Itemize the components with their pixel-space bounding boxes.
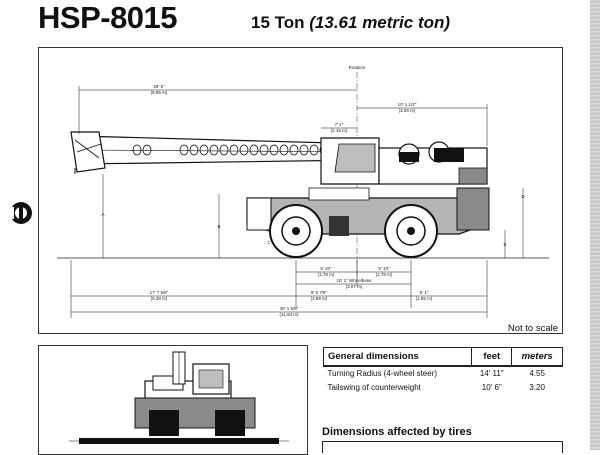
centerline-label: Rotation (349, 65, 366, 70)
not-to-scale-note: Not to scale (507, 323, 558, 334)
dim-overall-length: 39' 1 5/8" (280, 306, 299, 311)
col-feet-header: feet (471, 347, 513, 367)
dim-boom-overall: 29' 5" (153, 84, 165, 89)
dim-cab-height-m: (2.16 m) (331, 128, 348, 133)
marker-b: B (217, 224, 220, 229)
dim-mid: 9' 5 7/8" (311, 290, 328, 295)
page-edge-shadow (590, 0, 600, 450)
crane-side-elevation-drawing: Rotation (38, 47, 563, 334)
tires-section-title: Dimensions affected by tires (322, 426, 472, 438)
boom (70, 131, 370, 174)
marker-a: A (101, 212, 104, 217)
general-dimensions-table: General dimensions feet meters Turning R… (322, 347, 563, 395)
tires-table-header-rule (322, 441, 563, 453)
manufacturer-logo-icon (6, 198, 36, 228)
dim-cab-height: 7' 1" (335, 122, 344, 127)
row-label: Turning Radius (4-wheel steer) (327, 369, 438, 378)
marker-c: C (267, 240, 271, 245)
dim-tail-m: (3.08 m) (399, 108, 416, 113)
table-row: Tailswing of counterweight 10' 6" 3.20 (324, 381, 563, 395)
capacity-tons: 15 Ton (251, 13, 305, 32)
crane-front-elevation-drawing (38, 345, 308, 455)
model-title: HSP-8015 (38, 0, 178, 35)
row-feet: 10' 6" (481, 383, 502, 392)
dim-wheelbase: 10' 1" Wheelbase (337, 278, 372, 283)
dim-overall-length-m: (11.93 m) (280, 312, 299, 317)
dim-axle-right: 5' 10" (378, 266, 390, 271)
dim-boom-overall-m: (8.96 m) (151, 90, 168, 95)
dim-mid-m: (2.89 m) (311, 296, 328, 301)
dim-rear-m: (1.85 m) (416, 296, 433, 301)
dim-axle-left-m: (1.78 m) (318, 272, 335, 277)
rear-wheel (384, 204, 438, 258)
marker-e: E (503, 242, 506, 247)
capacity-metric: (13.61 metric ton) (309, 13, 451, 32)
front-wheel (269, 204, 323, 258)
upperstructure (378, 141, 488, 185)
row-meters: 4.55 (529, 369, 545, 378)
row-meters: 3.20 (529, 383, 545, 392)
general-dimensions-title: General dimensions (322, 347, 473, 367)
table-row: Turning Radius (4-wheel steer) 14' 11" 4… (324, 366, 563, 381)
dim-tail: 10' 1 1/2" (398, 102, 417, 107)
operator-cab (320, 137, 380, 185)
dim-rear: 6' 1" (420, 290, 429, 295)
capacity-subtitle: 15 Ton (13.61 metric ton) (251, 12, 450, 34)
marker-d: D (521, 194, 525, 199)
dim-front-overhang: 17' 7 5/8" (150, 290, 169, 295)
dim-wheelbase-m: (3.07 m) (346, 284, 363, 289)
dim-front-overhang-m: (5.38 m) (151, 296, 168, 301)
row-label: Tailswing of counterweight (327, 383, 421, 392)
dim-axle-left: 5' 10" (320, 266, 332, 271)
row-feet: 14' 11" (479, 369, 504, 378)
dim-axle-right-m: (1.78 m) (376, 272, 393, 277)
col-meters-header: meters (511, 347, 563, 367)
